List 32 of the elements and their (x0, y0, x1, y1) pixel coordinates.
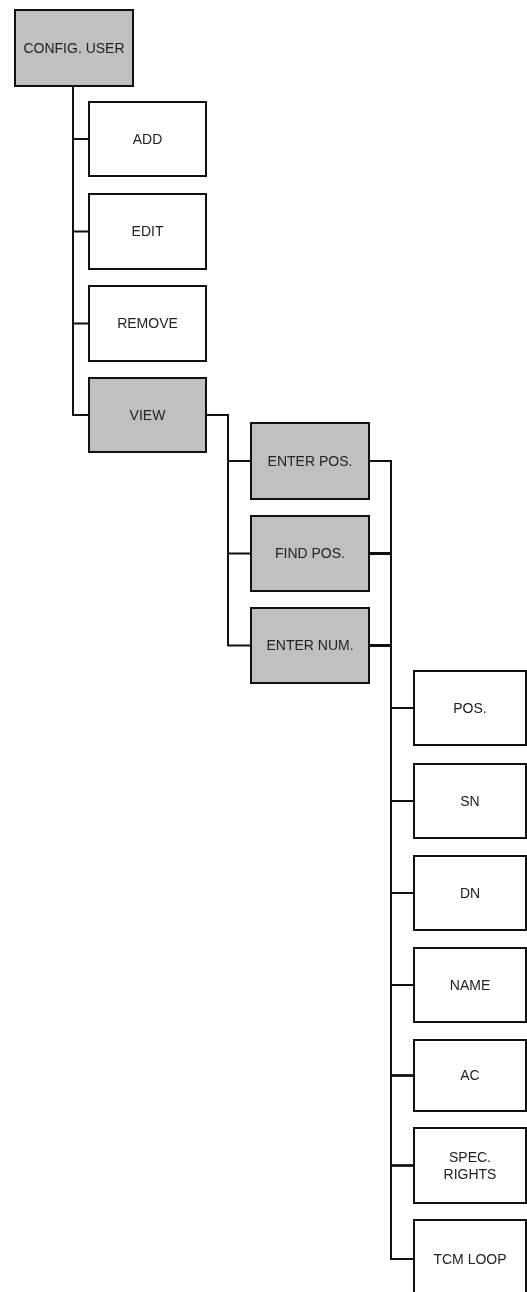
menu-label: ENTER POS. (267, 452, 353, 470)
menu-box (413, 763, 527, 839)
menu-label: SN (460, 792, 480, 810)
menu-label: REMOVE (117, 315, 178, 332)
menu-box (250, 515, 370, 592)
menu-box (413, 947, 527, 1023)
menu-box (413, 1127, 527, 1204)
menu-label: FIND POS. (275, 545, 345, 562)
menu-label: TCM LOOP (433, 1250, 507, 1268)
menu-label: ENTER NUM. (266, 637, 354, 654)
menu-box (88, 193, 207, 270)
menu-box (413, 855, 527, 931)
menu-box (413, 1039, 527, 1112)
connector-line (206, 414, 251, 647)
menu-label: POS. (453, 699, 487, 717)
menu-label: VIEW (129, 406, 166, 424)
menu-box (88, 101, 207, 177)
menu-label: ADD (132, 130, 163, 148)
menu-box (413, 670, 527, 746)
menu-box (88, 285, 207, 362)
menu-box (413, 1219, 527, 1292)
menu-box (250, 607, 370, 684)
menu-label: EDIT (131, 223, 164, 240)
menu-label: NAME (449, 976, 491, 994)
menu-box (14, 9, 134, 87)
menu-box (250, 422, 370, 500)
menu-label: SPEC. RIGHTS (442, 1148, 498, 1183)
menu-label: CONFIG. USER (23, 39, 125, 57)
menu-label: DN (459, 884, 481, 902)
menu-box (88, 377, 207, 453)
menu-label: AC (460, 1067, 480, 1084)
connector-line (72, 86, 89, 416)
